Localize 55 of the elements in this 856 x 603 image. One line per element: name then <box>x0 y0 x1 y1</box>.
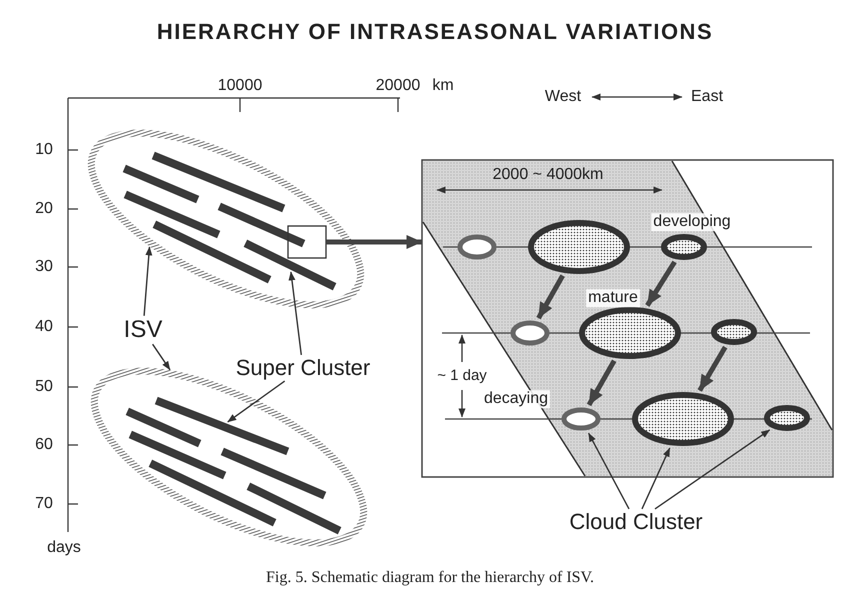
tick-label: 10 <box>35 141 53 159</box>
cloud-band <box>248 484 340 533</box>
cloud-band <box>156 398 288 454</box>
annotation-label: Cloud Cluster <box>569 510 703 534</box>
tick-label: 50 <box>35 378 53 396</box>
stage-label: mature <box>586 289 640 307</box>
stage-label: decaying <box>482 390 550 408</box>
arrow <box>645 260 677 307</box>
tick-label: 20000 <box>376 77 420 95</box>
tick-label: 70 <box>35 495 53 513</box>
cloud-cluster-ellipse <box>661 234 707 260</box>
arrow <box>152 344 171 370</box>
cloud-band <box>150 461 275 525</box>
tick-label: 40 <box>35 318 53 336</box>
cloud-cluster-ellipse <box>510 320 550 346</box>
cloud-band <box>222 449 325 498</box>
cloud-cluster-ellipse <box>562 408 600 430</box>
cloud-cluster-ellipse <box>458 234 496 260</box>
tick-label: 20 <box>35 200 53 218</box>
cloud-cluster-ellipse <box>711 319 757 345</box>
annotation-label: Super Cluster <box>236 356 370 380</box>
axis-label: days <box>47 539 81 557</box>
arrow <box>698 346 728 392</box>
arrow <box>143 246 152 316</box>
cloud-band <box>153 153 284 211</box>
arrow <box>641 448 670 510</box>
stage-label: developing <box>651 213 733 231</box>
arrow <box>588 432 630 510</box>
caption: Fig. 5. Schematic diagram for the hierarchy of ISV. <box>266 569 594 587</box>
direction-label: West <box>544 88 582 106</box>
zoom-box <box>287 225 327 259</box>
tick-label: 30 <box>35 258 53 276</box>
cloud-band <box>130 432 225 478</box>
arrow <box>288 271 302 355</box>
detail-panel <box>421 159 834 478</box>
annotation-label: ISV <box>124 316 162 344</box>
arrow <box>586 359 616 406</box>
arrow <box>536 274 565 320</box>
arrow <box>654 429 770 510</box>
tick-label: 60 <box>35 436 53 454</box>
direction-label: East <box>691 88 723 106</box>
cloud-band <box>219 204 304 246</box>
unit-label: km <box>432 77 454 95</box>
cloud-band <box>127 409 200 446</box>
arrow <box>227 380 286 422</box>
cloud-band <box>245 241 335 289</box>
tick-label: 10000 <box>218 77 262 95</box>
dimension-label: 2000 ~ 4000km <box>492 166 604 184</box>
title: HIERARCHY OF INTRASEASONAL VARIATIONS <box>156 20 714 44</box>
isv-ellipse <box>88 130 364 308</box>
cloud-band <box>125 192 219 237</box>
cloud-band <box>124 166 198 202</box>
dimension-label: ~ 1 day <box>437 368 487 384</box>
cloud-band <box>154 222 270 282</box>
cloud-cluster-ellipse <box>764 405 810 431</box>
